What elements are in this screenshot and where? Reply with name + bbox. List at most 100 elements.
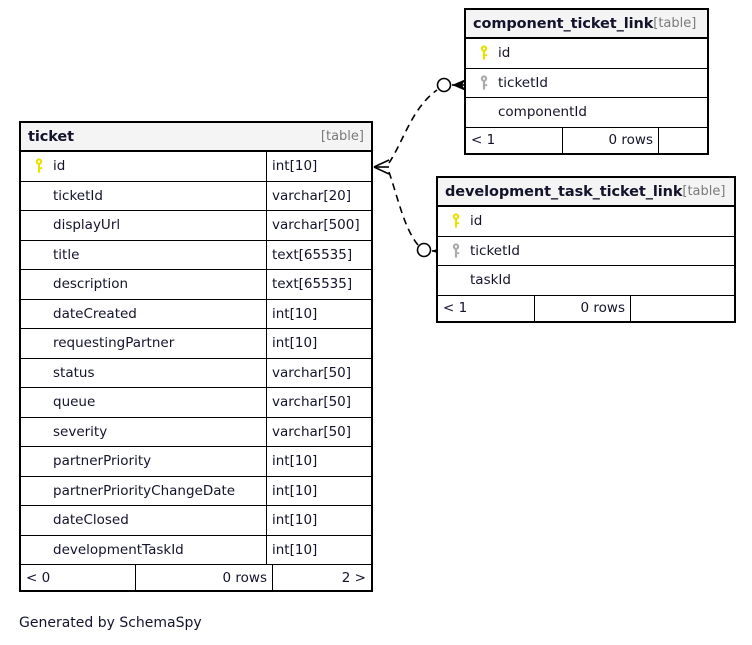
table-row[interactable]: componentId [466, 98, 707, 128]
table-component-ticket-link[interactable]: component_ticket_link [table] id [464, 8, 709, 155]
next-page-indicator[interactable] [630, 295, 734, 321]
foreign-key-icon [472, 75, 496, 91]
column-type-cell: int[10] [266, 476, 371, 505]
column-name-cell: queue [21, 388, 266, 417]
column-type-cell: text[65535] [266, 240, 371, 269]
column-label: dateCreated [53, 305, 137, 322]
table-row[interactable]: ticketId [438, 237, 734, 266]
column-name-cell: developmentTaskId [21, 536, 266, 565]
column-label: ticketId [498, 74, 548, 91]
column-label: taskId [470, 272, 511, 289]
table-component-ticket-link-footer: < 1 0 rows [466, 127, 707, 153]
table-row[interactable]: ticketId [466, 69, 707, 98]
column-name-cell: status [21, 359, 266, 388]
column-type-cell: int[10] [266, 299, 371, 328]
table-row[interactable]: ticketId varchar[20] [21, 181, 371, 211]
table-row[interactable]: id int[10] [21, 152, 371, 182]
column-label: title [53, 246, 80, 263]
column-name-cell: severity [21, 418, 266, 447]
table-row[interactable]: dateCreated int[10] [21, 299, 371, 329]
column-label: status [53, 364, 95, 381]
column-name-cell: taskId [438, 266, 734, 295]
table-development-task-ticket-link-header: development_task_ticket_link [table] [438, 178, 734, 207]
table-ticket-footer: < 0 0 rows 2 > [21, 565, 371, 590]
column-label: ticketId [53, 187, 103, 204]
table-row[interactable]: description text[65535] [21, 270, 371, 300]
primary-key-icon [472, 45, 496, 61]
row-count: 0 rows [534, 295, 630, 321]
primary-key-icon [27, 158, 51, 174]
table-row[interactable]: partnerPriority int[10] [21, 447, 371, 477]
edge-ticket-to-component-ticket-link [388, 89, 438, 164]
table-component-ticket-link-title: component_ticket_link [473, 15, 654, 32]
table-ticket[interactable]: ticket [table] id int[10] ti [19, 121, 373, 592]
column-label: id [498, 45, 511, 62]
column-name-cell: id [438, 207, 734, 236]
column-label: description [53, 276, 129, 293]
column-label: developmentTaskId [53, 541, 184, 558]
table-component-ticket-link-header: component_ticket_link [table] [466, 10, 707, 39]
column-name-cell: partnerPriority [21, 447, 266, 476]
table-ticket-header: ticket [table] [21, 123, 371, 152]
column-label: ticketId [470, 242, 520, 259]
column-label: severity [53, 423, 108, 440]
table-row[interactable]: status varchar[50] [21, 358, 371, 388]
column-name-cell: dateClosed [21, 506, 266, 535]
table-development-task-ticket-link[interactable]: development_task_ticket_link [table] id [436, 176, 736, 323]
column-label: componentId [498, 104, 587, 121]
column-name-cell: partnerPriorityChangeDate [21, 477, 266, 506]
column-type-cell: int[10] [266, 152, 371, 181]
table-row[interactable]: id [438, 207, 734, 237]
column-name-cell: componentId [466, 98, 707, 127]
table-row[interactable]: severity varchar[50] [21, 417, 371, 447]
table-development-task-ticket-link-footer: < 1 0 rows [438, 295, 734, 321]
column-name-cell: ticketId [438, 237, 734, 266]
prev-page-indicator[interactable]: < 1 [443, 300, 468, 316]
zero-marker-development-link [416, 242, 432, 258]
primary-key-icon [444, 213, 468, 229]
column-label: requestingPartner [53, 335, 175, 352]
column-name-cell: title [21, 241, 266, 270]
table-development-task-ticket-link-title: development_task_ticket_link [445, 183, 683, 200]
column-label: partnerPriority [53, 453, 152, 470]
table-component-ticket-link-tag: [table] [653, 16, 697, 31]
table-ticket-title: ticket [28, 128, 74, 145]
column-type-cell: varchar[20] [266, 181, 371, 210]
table-row[interactable]: requestingPartner int[10] [21, 329, 371, 359]
row-count: 0 rows [135, 565, 272, 590]
column-type-cell: varchar[50] [266, 417, 371, 446]
column-name-cell: requestingPartner [21, 329, 266, 358]
column-label: partnerPriorityChangeDate [53, 482, 236, 499]
table-row[interactable]: developmentTaskId int[10] [21, 535, 371, 565]
table-row[interactable]: displayUrl varchar[500] [21, 211, 371, 241]
table-row[interactable]: title text[65535] [21, 240, 371, 270]
table-development-task-ticket-link-tag: [table] [682, 184, 726, 199]
column-label: dateClosed [53, 512, 129, 529]
table-row[interactable]: dateClosed int[10] [21, 506, 371, 536]
crows-foot-marker-ticket [373, 159, 390, 175]
column-label: queue [53, 394, 96, 411]
column-type-cell: int[10] [266, 506, 371, 535]
column-label: id [470, 213, 483, 230]
column-type-cell: text[65535] [266, 270, 371, 299]
column-type-cell: int[10] [266, 535, 371, 564]
column-name-cell: ticketId [466, 69, 707, 98]
column-name-cell: id [21, 152, 266, 181]
table-row[interactable]: id [466, 39, 707, 69]
table-row[interactable]: partnerPriorityChangeDate int[10] [21, 476, 371, 506]
column-type-cell: varchar[50] [266, 358, 371, 387]
row-count: 0 rows [562, 127, 658, 153]
prev-page-indicator[interactable]: < 0 [26, 569, 51, 586]
column-type-cell: int[10] [266, 329, 371, 358]
arrowhead-component-link [452, 79, 466, 91]
column-type-cell: varchar[50] [266, 388, 371, 417]
next-page-indicator[interactable]: 2 > [272, 565, 371, 590]
prev-page-indicator[interactable]: < 1 [471, 132, 496, 148]
column-name-cell: id [466, 39, 707, 68]
table-row[interactable]: taskId [438, 266, 734, 296]
table-row[interactable]: queue varchar[50] [21, 388, 371, 418]
foreign-key-icon [444, 243, 468, 259]
column-name-cell: description [21, 270, 266, 299]
next-page-indicator[interactable] [658, 127, 707, 153]
